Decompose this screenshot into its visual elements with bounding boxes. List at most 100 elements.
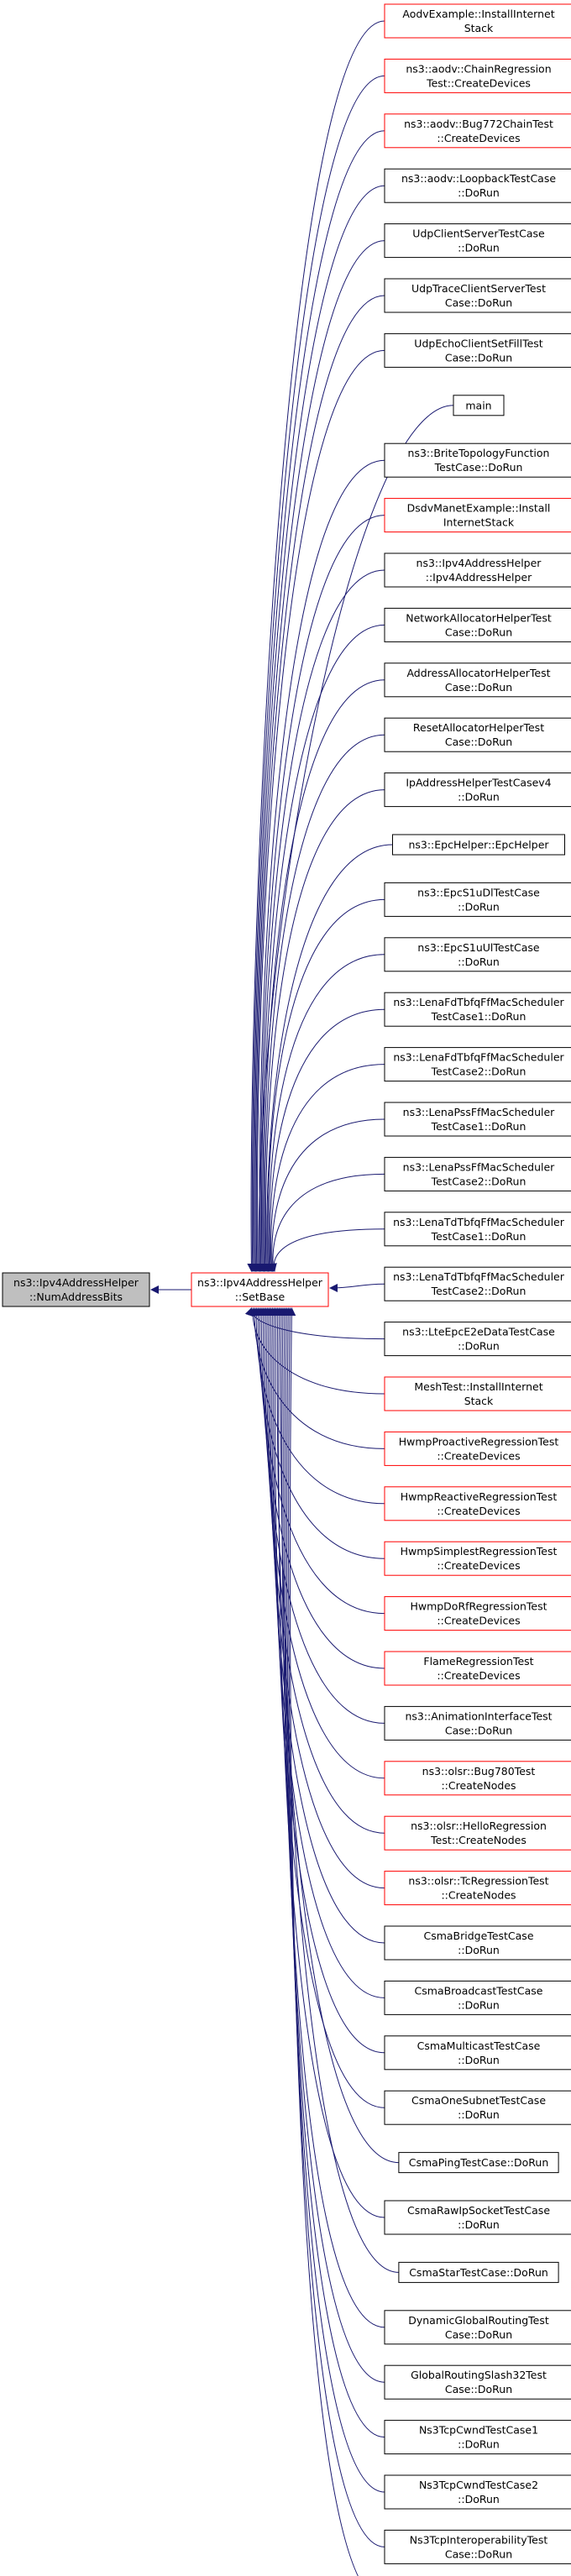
node-caller-ns3-ipv4addresshelper-ipv4addresshelper-box (384, 552, 571, 588)
node-caller-hwmpdorfregressiontest-createdevices[interactable]: HwmpDoRfRegressionTest::CreateDevices (384, 1596, 571, 1631)
edge-node-caller-ns3-lenafdtbfqffmacscheduler-testcase1-dorun (265, 1008, 385, 1272)
node-caller-ns3-lenapssffmacscheduler-testcase2-dorun-box (384, 1156, 571, 1191)
node-caller-ns3-lenafdtbfqffmacscheduler-testcase1-dorun[interactable]: ns3::LenaFdTbfqFfMacSchedulerTestCase1::… (384, 992, 571, 1027)
node-caller-ns3-aodv-loopbacktestcase-dorun[interactable]: ns3::aodv::LoopbackTestCase::DoRun (384, 168, 571, 203)
node-caller-udpechoclientsetfilltest-case-dorun-box (384, 332, 571, 368)
node-caller-dsdvmanetexample-install-internetstack-label-line-1: DsdvManetExample::Install (407, 502, 551, 515)
node-caller-udpclientservertestcase-dorun-label-line-2: ::DoRun (458, 242, 500, 254)
node-caller-ns3-lenatdtbfqffmacscheduler-testcase1-dorun[interactable]: ns3::LenaTdTbfqFfMacSchedulerTestCase1::… (384, 1212, 571, 1247)
node-caller-csmaonesubnettestcase-dorun-label-line-1: CsmaOneSubnetTestCase (411, 2094, 546, 2107)
node-numaddressbits[interactable]: ns3::Ipv4AddressHelper::NumAddressBits (2, 1272, 150, 1307)
node-caller-hwmpsimplestregressiontest-createdevices[interactable]: HwmpSimplestRegressionTest::CreateDevice… (384, 1541, 571, 1576)
node-caller-csmabridgetestcase-dorun-label-line-1: CsmaBridgeTestCase (423, 1929, 533, 1942)
node-caller-udpclientservertestcase-dorun-label-line-1: UdpClientServerTestCase (412, 228, 545, 240)
node-caller-main[interactable]: main (453, 395, 505, 416)
node-caller-networkallocatorhelpertest-case-dorun-box (384, 607, 571, 642)
node-caller-csmabroadcasttestcase-dorun[interactable]: CsmaBroadcastTestCase::DoRun (384, 1980, 571, 2015)
node-caller-ns3tcpinteroperabilitytest-case-dorun-label-line-2: Case::DoRun (445, 2547, 512, 2560)
node-caller-ns3tcpcwndtestcase1-dorun-label-line-2: ::DoRun (458, 2438, 500, 2451)
node-caller-csmarawipsockettestcase-dorun-box (384, 2200, 571, 2235)
node-caller-csmastartestcase-dorun[interactable]: CsmaStarTestCase::DoRun (398, 2261, 559, 2283)
node-caller-csmamulticasttestcase-dorun-label-line-1: CsmaMulticastTestCase (417, 2039, 541, 2052)
node-caller-ns3tcpcwndtestcase1-dorun[interactable]: Ns3TcpCwndTestCase1::DoRun (384, 2420, 571, 2455)
node-caller-ns3-aodv-chainregression-test-createdevices-label-line-1: ns3::aodv::ChainRegression (406, 62, 551, 75)
node-caller-resetallocatorhelpertest-case-dorun-label-line-1: ResetAllocatorHelperTest (413, 721, 544, 734)
node-caller-ns3-aodv-bug772chaintest-createdevices[interactable]: ns3::aodv::Bug772ChainTest::CreateDevice… (384, 113, 571, 149)
node-caller-ns3-olsr-bug780test-createnodes[interactable]: ns3::olsr::Bug780Test::CreateNodes (384, 1761, 571, 1796)
node-caller-csmaonesubnettestcase-dorun[interactable]: CsmaOneSubnetTestCase::DoRun (384, 2090, 571, 2125)
node-caller-ns3-lenapssffmacscheduler-testcase1-dorun[interactable]: ns3::LenaPssFfMacSchedulerTestCase1::DoR… (384, 1102, 571, 1137)
node-caller-ns3-olsr-tcregressiontest-createnodes-label-line-1: ns3::olsr::TcRegressionTest (408, 1875, 548, 1887)
node-caller-meshtest-installinternet-stack-label-line-1: MeshTest::InstallInternet (414, 1380, 542, 1393)
node-caller-ns3tcpcwndtestcase2-dorun[interactable]: Ns3TcpCwndTestCase2::DoRun (384, 2474, 571, 2510)
node-caller-hwmpreactiveregressiontest-createdevices-box (384, 1486, 571, 1521)
node-caller-csmapingtestcase-dorun-label-line-1: CsmaPingTestCase::DoRun (409, 2156, 549, 2169)
node-caller-csmamulticasttestcase-dorun[interactable]: CsmaMulticastTestCase::DoRun (384, 2035, 571, 2071)
node-caller-dynamicglobalroutingtest-case-dorun-label-line-1: DynamicGlobalRoutingTest (408, 2314, 549, 2327)
edge-node-caller-ipaddresshelpertestcasev4-dorun (261, 789, 385, 1272)
node-caller-aodvexample-installinternet-stack-label-line-2: Stack (464, 22, 494, 34)
edge-node-caller-ns3-britetopologyfunction-testcase-dorun (255, 459, 385, 1272)
node-caller-hwmpproactiveregressiontest-createdevices[interactable]: HwmpProactiveRegressionTest::CreateDevic… (384, 1431, 571, 1466)
node-caller-ns3-ipv4addresshelper-ipv4addresshelper[interactable]: ns3::Ipv4AddressHelper::Ipv4AddressHelpe… (384, 552, 571, 588)
node-caller-ns3-aodv-bug772chaintest-createdevices-label-line-1: ns3::aodv::Bug772ChainTest (404, 118, 553, 130)
node-caller-ns3-lteepce2edatatestcase-dorun[interactable]: ns3::LteEpcE2eDataTestCase::DoRun (384, 1322, 571, 1357)
node-caller-ipaddresshelpertestcasev4-dorun-label-line-2: ::DoRun (458, 791, 500, 804)
node-caller-ns3-epchelper-epchelper[interactable]: ns3::EpcHelper::EpcHelper (392, 834, 565, 856)
node-caller-ns3-lenatdtbfqffmacscheduler-testcase2-dorun[interactable]: ns3::LenaTdTbfqFfMacSchedulerTestCase2::… (384, 1266, 571, 1301)
node-caller-meshtest-installinternet-stack-box (384, 1376, 571, 1411)
node-caller-ns3-ipv4addresshelper-ipv4addresshelper-label-line-2: ::Ipv4AddressHelper (426, 571, 532, 584)
node-caller-udpclientservertestcase-dorun[interactable]: UdpClientServerTestCase::DoRun (384, 223, 571, 259)
node-caller-csmarawipsockettestcase-dorun[interactable]: CsmaRawIpSocketTestCase::DoRun (384, 2200, 571, 2235)
node-caller-meshtest-installinternet-stack-label-line-2: Stack (464, 1395, 494, 1407)
node-caller-hwmpsimplestregressiontest-createdevices-label-line-1: HwmpSimplestRegressionTest (401, 1545, 558, 1558)
node-caller-csmaonesubnettestcase-dorun-box (384, 2090, 571, 2125)
edge-node-caller-ns3-lenafdtbfqffmacscheduler-testcase2-dorun (266, 1064, 385, 1272)
node-caller-ns3-lenatdtbfqffmacscheduler-testcase1-dorun-label-line-2: TestCase1::DoRun (431, 1230, 526, 1243)
node-caller-ns3-britetopologyfunction-testcase-dorun[interactable]: ns3::BriteTopologyFunctionTestCase::DoRu… (384, 442, 571, 478)
node-caller-ns3-epcs1uultestcase-dorun[interactable]: ns3::EpcS1uUlTestCase::DoRun (384, 937, 571, 972)
node-caller-flameregressiontest-createdevices-label-line-1: FlameRegressionTest (423, 1655, 533, 1668)
node-caller-flameregressiontest-createdevices[interactable]: FlameRegressionTest::CreateDevices (384, 1651, 571, 1686)
edge-node-caller-ns3-epcs1uultestcase-dorun (265, 954, 385, 1272)
node-caller-ns3-epcs1udltestcase-dorun-label-line-1: ns3::EpcS1uDlTestCase (417, 886, 540, 898)
edge-node-caller-hwmpreactiveregressiontest-createdevices (252, 1307, 385, 1505)
node-setbase[interactable]: ns3::Ipv4AddressHelper::SetBase (191, 1272, 329, 1307)
node-caller-ns3-lenapssffmacscheduler-testcase2-dorun[interactable]: ns3::LenaPssFfMacSchedulerTestCase2::DoR… (384, 1156, 571, 1191)
node-caller-csmabridgetestcase-dorun[interactable]: CsmaBridgeTestCase::DoRun (384, 1925, 571, 1961)
node-caller-ns3-lteepce2edatatestcase-dorun-box (384, 1322, 571, 1357)
node-caller-ns3-olsr-bug780test-createnodes-label-line-1: ns3::olsr::Bug780Test (422, 1765, 536, 1778)
node-caller-ns3-aodv-chainregression-test-createdevices[interactable]: ns3::aodv::ChainRegressionTest::CreateDe… (384, 58, 571, 93)
node-caller-ns3-olsr-tcregressiontest-createnodes[interactable]: ns3::olsr::TcRegressionTest::CreateNodes (384, 1871, 571, 1906)
node-caller-ns3-epcs1udltestcase-dorun-box (384, 882, 571, 917)
node-caller-aodvexample-installinternet-stack-label-line-1: AodvExample::InstallInternet (402, 8, 554, 20)
node-caller-ipaddresshelpertestcasev4-dorun[interactable]: IpAddressHelperTestCasev4::DoRun (384, 772, 571, 808)
node-caller-ns3-olsr-helloregression-test-createnodes[interactable]: ns3::olsr::HelloRegressionTest::CreateNo… (384, 1815, 571, 1851)
node-caller-csmapingtestcase-dorun[interactable]: CsmaPingTestCase::DoRun (398, 2152, 559, 2174)
node-caller-ns3-aodv-bug772chaintest-createdevices-box (384, 113, 571, 149)
node-caller-ns3-lenafdtbfqffmacscheduler-testcase2-dorun-label-line-2: TestCase2::DoRun (431, 1065, 526, 1078)
node-caller-ns3-epcs1udltestcase-dorun[interactable]: ns3::EpcS1uDlTestCase::DoRun (384, 882, 571, 917)
edge-node-caller-globalroutingslash32test-case-dorun (280, 1307, 385, 2383)
node-caller-ns3-olsr-helloregression-test-createnodes-label-line-2: Test::CreateNodes (430, 1834, 526, 1846)
node-caller-hwmpreactiveregressiontest-createdevices[interactable]: HwmpReactiveRegressionTest::CreateDevice… (384, 1486, 571, 1521)
node-caller-ns3-britetopologyfunction-testcase-dorun-box (384, 442, 571, 478)
node-caller-udpechoclientsetfilltest-case-dorun-label-line-2: Case::DoRun (445, 351, 512, 364)
node-caller-ns3-lenafdtbfqffmacscheduler-testcase2-dorun[interactable]: ns3::LenaFdTbfqFfMacSchedulerTestCase2::… (384, 1047, 571, 1082)
node-caller-csmabridgetestcase-dorun-label-line-2: ::DoRun (458, 1944, 500, 1956)
node-caller-flameregressiontest-createdevices-box (384, 1651, 571, 1686)
edge-node-caller-resetallocatorhelpertest-case-dorun (260, 734, 385, 1272)
node-caller-addressallocatorhelpertest-case-dorun-box (384, 662, 571, 698)
